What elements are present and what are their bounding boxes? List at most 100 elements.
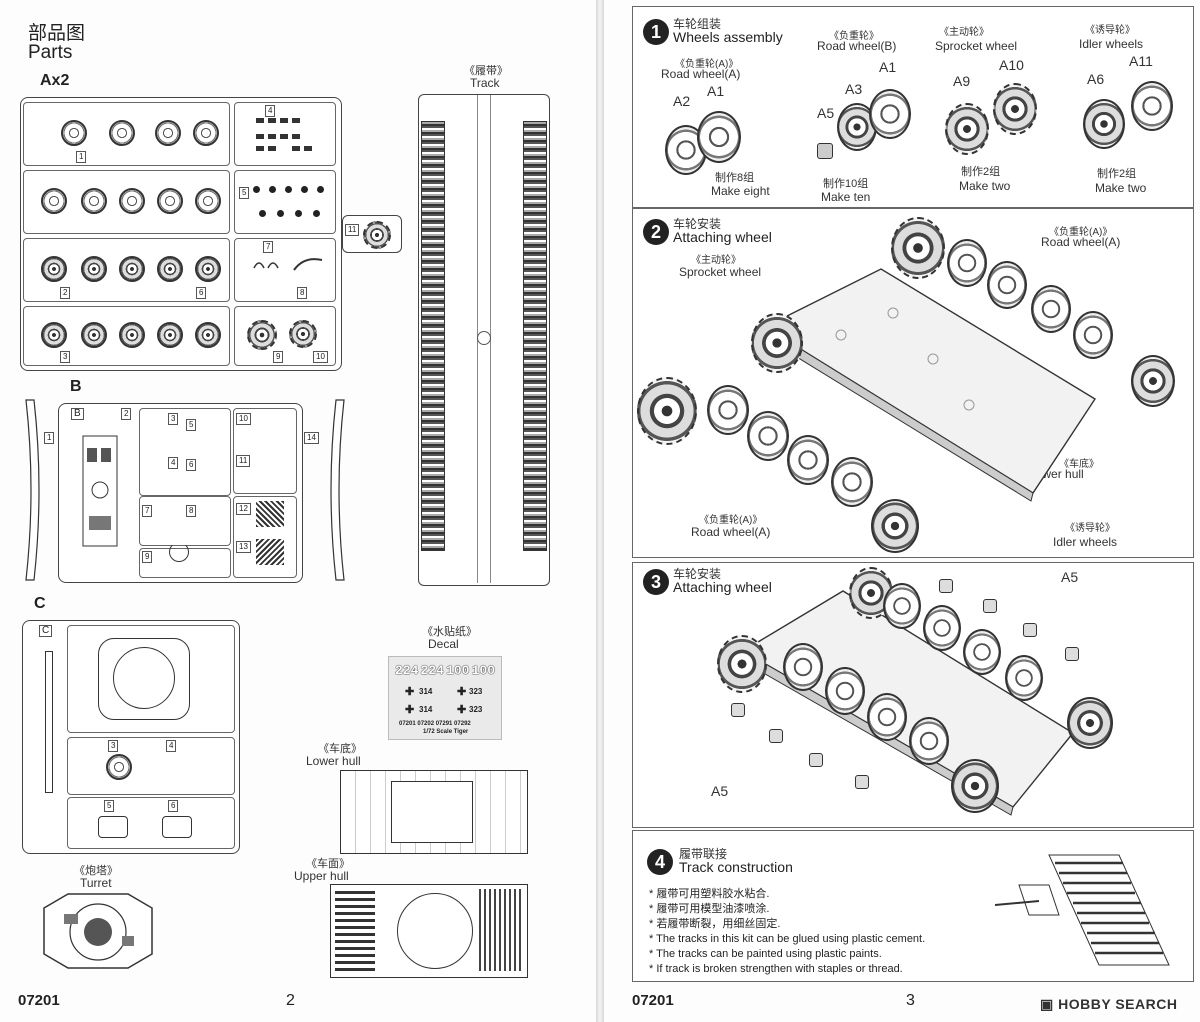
small-part [277,210,284,217]
runner-gate [477,331,491,345]
step-2-road-a-bottom-cn: 《负重轮(A)》 [699,515,763,526]
step-2-road-wheel [1073,311,1113,359]
decal-label-cn: 《水贴纸》 [422,626,477,638]
step-3-a5-top-label: A5 [1061,569,1079,585]
step-4-title-en: Track construction [679,859,793,875]
step-2-road-wheel [747,411,789,461]
part-a6-label: A6 [1087,71,1105,87]
road-wheel-part [81,322,107,348]
step-3-road-wheel [867,693,907,741]
parts-page: 部品图 Parts Ax2 A 1 2 6 3 4 5 [0,0,596,1022]
road-wheel-part [119,188,145,214]
step-3-number: 3 [643,569,669,595]
page-title-en: Parts [28,42,73,63]
small-part [295,210,302,217]
step-3-road-wheel [825,667,865,715]
part-a9-label: A9 [953,73,971,89]
make-eight-en: Make eight [711,184,770,198]
step-1-title-en: Wheels assembly [673,29,783,45]
turret-label-cn: 《炮塔》 [74,865,118,877]
lower-hull-label-cn: 《车底》 [318,743,362,755]
hobby-search-icon: ▣ [1040,996,1054,1012]
small-part [259,210,266,217]
step-2-idler-cn: 《诱导轮》 [1065,523,1115,534]
idler-label-cn: 《诱导轮》 [1085,25,1135,36]
turret-drawing [43,893,153,969]
hub-cap-part [983,599,997,613]
road-wheel-a-label-en: Road wheel(A) [661,67,741,81]
hub-cap-part [1065,647,1079,661]
sprue-b-cell-3-6: 3 4 5 6 [139,408,231,496]
decal-number: 314 [419,705,433,714]
grille-part [256,501,284,527]
sprocket-part [289,320,317,348]
road-wheel-part [119,322,145,348]
small-part [285,186,292,193]
step-2-road-wheel [947,239,987,287]
step-3-panel: 3 车轮安装 Attaching wheel A5 A5 [632,562,1194,828]
road-wheel-part [157,322,183,348]
step-3-title-cn: 车轮安装 [673,567,722,581]
step-2-sprocket-cn: 《主动轮》 [691,255,741,266]
step-1-title-cn: 车轮组装 [673,17,722,31]
step-3-road-wheel [783,643,823,691]
step-2-road-wheel [787,435,829,485]
lower-hull-drawing [340,770,528,854]
step-2-lower-hull-cn: 《车底》 [1059,459,1099,470]
watermark-logo: ▣ HOBBY SEARCH [1040,996,1178,1012]
road-wheel-part [157,256,183,282]
idler-label-en: Idler wheels [1079,37,1144,51]
step-2-sprocket-left [637,377,697,445]
hub-cap-part [1023,623,1037,637]
part-a2-label: A2 [673,93,691,109]
decal-sheet: 224 224 100 100 314 323 314 323 ✚ ✚ ✚ ✚ … [388,656,502,740]
part-a3-label: A3 [845,81,863,97]
road-wheel-part [41,188,67,214]
road-wheel-part [41,322,67,348]
turret-label-en: Turret [80,876,112,890]
decal-number: 314 [419,687,433,696]
hub-cap-part [855,775,869,789]
sprue-a-frame: A 1 2 6 3 4 5 7 8 9 [20,97,342,371]
turret-top-part [98,638,190,720]
step-2-road-a-top-cn: 《负重轮(A)》 [1049,227,1113,238]
road-wheel-a-label-cn: 《负重轮(A)》 [675,59,739,70]
step-3-idler-right [1067,697,1113,749]
hub-cap-part [809,753,823,767]
grille-part [256,539,284,565]
road-wheel-part [195,188,221,214]
step-3-road-wheel [883,583,921,629]
make-ten-en: Make ten [821,190,871,204]
note-line: * The tracks can be painted using plasti… [649,948,882,960]
lower-hull-label-en: Lower hull [306,754,361,768]
make-ten-cn: 制作10组 [823,178,869,190]
road-wheel-a-outer [697,111,741,163]
note-line: * 若履带断裂，用细丝固定. [649,918,781,930]
step-3-sprocket [717,635,767,693]
small-part [313,210,320,217]
part-a11-label: A11 [1129,53,1153,69]
note-line: * The tracks in this kit can be glued us… [649,933,926,945]
road-wheel-part [157,188,183,214]
sprue-b-label: B [70,378,82,395]
part-a1-label: A1 [707,83,725,99]
sprue-a-label: Ax2 [40,72,70,89]
sprue-a-cell-7: 7 8 [234,238,336,302]
gun-barrel-part [45,651,53,793]
sprue-b-frame: B 2 3 4 5 6 7 8 9 10 11 12 13 [58,403,303,583]
track-link-parts [256,118,312,151]
step-2-road-wheel [987,261,1027,309]
cupola-part [106,754,132,780]
decal-scale: 1/72 Scale Tiger [423,729,469,735]
step-4-notes: * 履带可用塑料胶水粘合. * 履带可用模型油漆喷涂. * 若履带断裂，用细丝固… [649,887,925,977]
step-1-number: 1 [643,19,669,45]
decal-big-row: 224 224 100 100 [395,663,495,678]
step-2-road-a-bottom-en: Road wheel(A) [691,525,771,539]
road-wheel-b-label-en: Road wheel(B) [817,39,897,53]
road-wheel-part [193,120,219,146]
step-4-panel: 4 履带联接 Track construction * 履带可用塑料胶水粘合. … [632,830,1194,982]
step-2-road-wheel [1031,285,1071,333]
sprue-b-right-rail [330,399,345,581]
note-line: * If track is broken strengthen with sta… [649,963,903,975]
